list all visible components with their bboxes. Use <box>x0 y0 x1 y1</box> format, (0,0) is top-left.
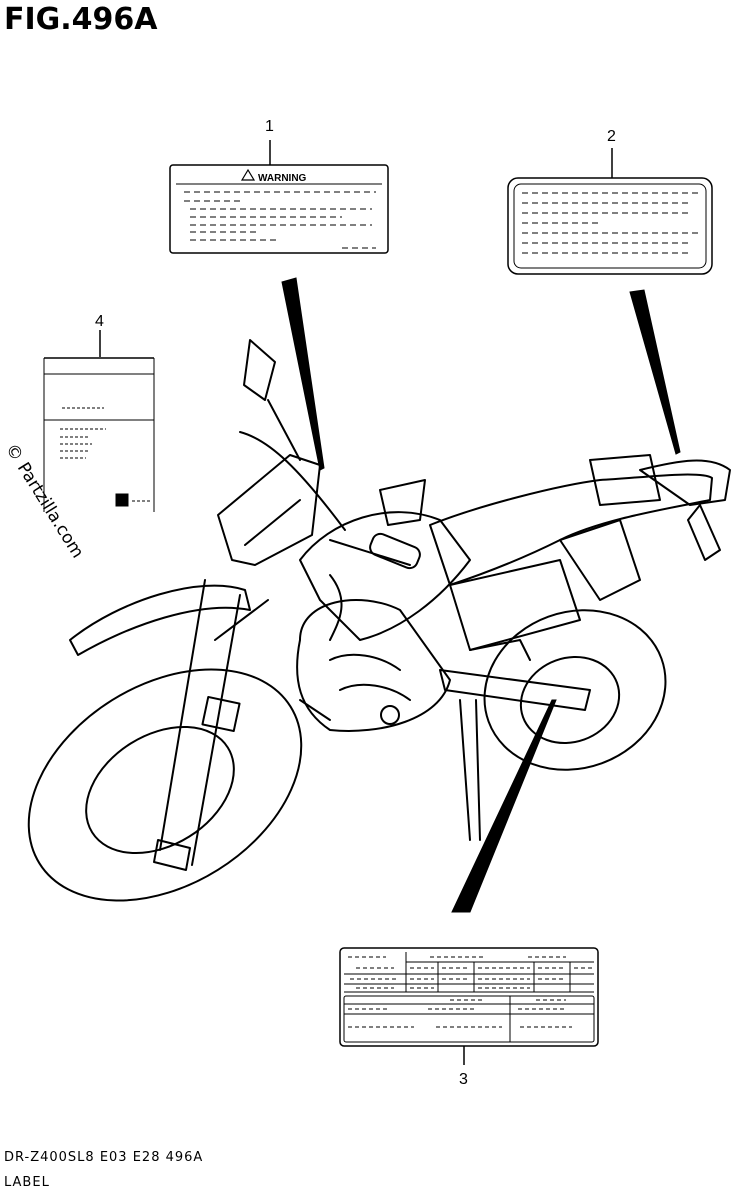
tire-info-label-3 <box>339 947 599 1047</box>
warning-label-1 <box>169 164 389 254</box>
motorcycle-illustration <box>27 339 731 902</box>
manual-label-4 <box>43 357 155 512</box>
callout-2: 2 <box>607 128 616 145</box>
callout-1: 1 <box>265 118 274 135</box>
information-label-2 <box>507 177 713 275</box>
section-name: LABEL <box>4 1175 50 1190</box>
leader-lines <box>99 140 681 1065</box>
warning-triangle-icon <box>240 168 256 181</box>
callout-4: 4 <box>95 313 104 330</box>
model-code: DR-Z400SL8 E03 E28 496A <box>4 1150 204 1165</box>
warning-label-heading: WARNING <box>258 173 307 184</box>
figure-title: FIG.496A <box>4 2 158 37</box>
callout-3: 3 <box>459 1071 468 1088</box>
